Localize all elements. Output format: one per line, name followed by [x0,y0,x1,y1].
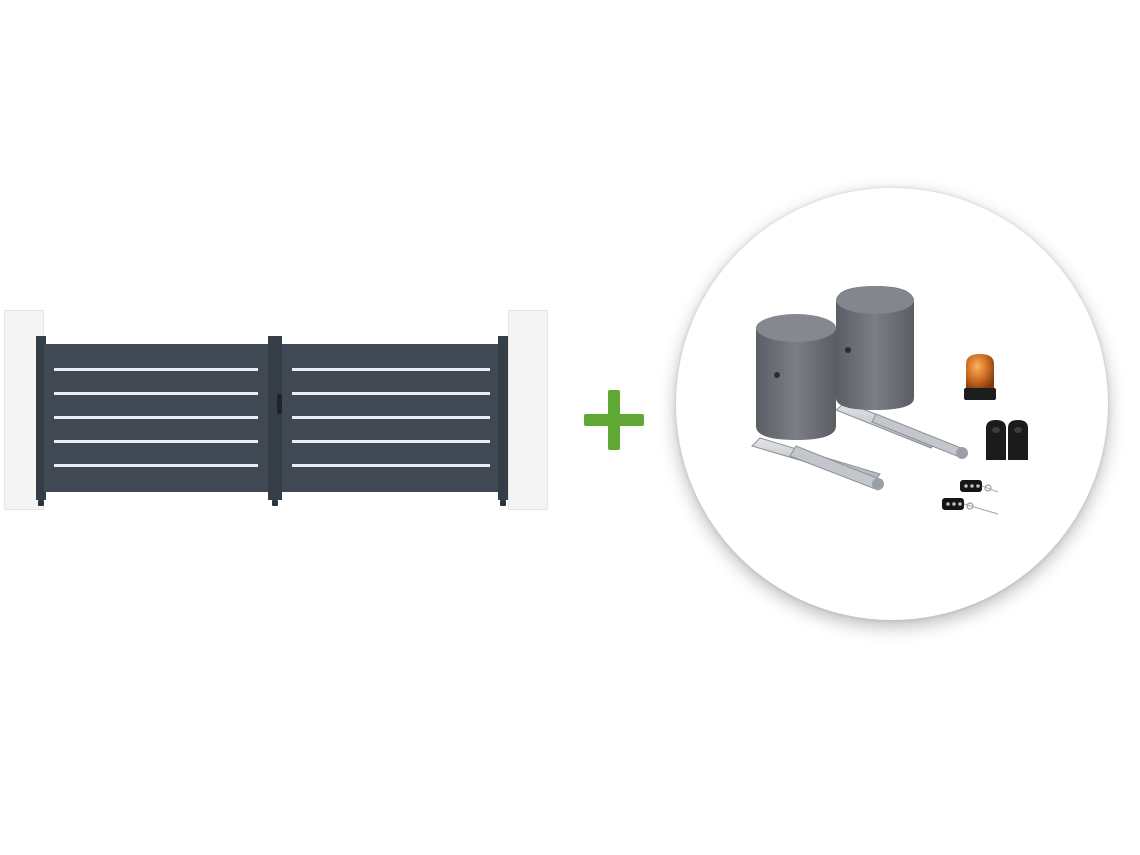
slat-gap [54,416,258,419]
slat-gap [292,392,490,395]
gate-illustration [4,306,548,516]
gate-foot [500,500,506,506]
slat-gap [292,464,490,467]
remote-control-icon [960,480,999,493]
plus-vertical-bar [608,390,620,450]
slat-gap [54,368,258,371]
slat-gap [292,440,490,443]
gate-leaf-right [282,344,500,492]
slat-gap [292,416,490,419]
motor-arm-front [751,437,884,491]
slat-gap [292,368,490,371]
motor-kit-circle [676,188,1108,620]
double-swing-gate [36,332,508,506]
photocell-left-icon [986,420,1006,460]
gate-post-left [36,336,46,500]
motor-arm-back [835,401,968,459]
slat-gap [54,392,258,395]
slat-gap [54,440,258,443]
slat-gap [54,464,258,467]
gate-post-center [268,336,282,500]
photocell-right-icon [1008,420,1028,460]
plus-icon [584,390,644,450]
gate-motor-front [756,314,836,440]
gate-foot [38,500,44,506]
gate-motor-back [836,286,914,410]
gate-post-right [498,336,508,500]
right-pillar [508,310,548,510]
gate-foot [272,500,278,506]
remote-control-icon [942,498,999,515]
flashing-lamp-icon [964,354,996,400]
gate-leaf-left [44,344,268,492]
motor-kit-illustration [751,286,1028,515]
